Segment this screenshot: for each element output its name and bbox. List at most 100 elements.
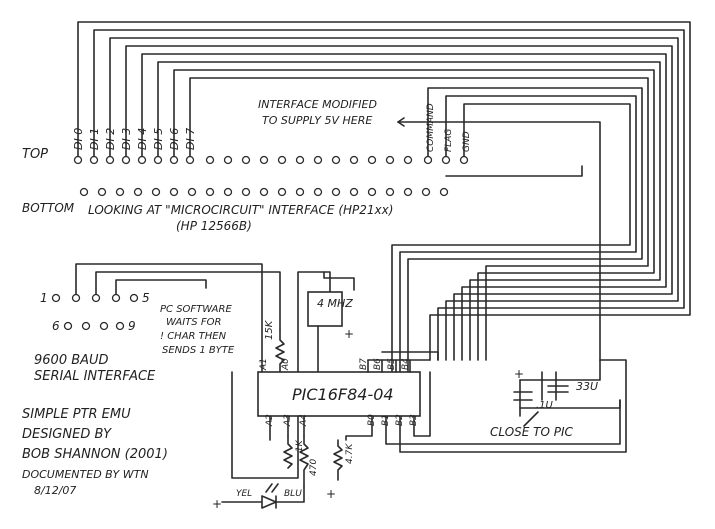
connector-pin <box>349 187 359 197</box>
connector-pin <box>295 187 305 197</box>
resistor-1k: 1K <box>283 435 305 469</box>
connector-pin <box>385 187 395 197</box>
connector-pin <box>295 155 305 165</box>
serial-interface-label: SERIAL INTERFACE <box>34 369 156 384</box>
modified-note-line1: INTERFACE MODIFIED <box>258 98 377 111</box>
connector-pin <box>133 187 143 197</box>
connector-pin <box>169 155 179 165</box>
connector-pin <box>259 155 269 165</box>
close-to-pic-note: CLOSE TO PIC <box>490 425 574 439</box>
bottom-label: BOTTOM <box>22 201 75 215</box>
connector-pin <box>97 187 107 197</box>
connector-pin <box>115 187 125 197</box>
connector-top-row <box>73 155 469 165</box>
connector-pin <box>187 187 197 197</box>
connector-pin <box>367 155 377 165</box>
note-line: ! CHAR THEN <box>160 331 227 342</box>
crystal-box <box>307 291 343 327</box>
resistor-1k-label: 1K <box>295 439 305 452</box>
connector-pin <box>223 155 233 165</box>
credit-line: DOCUMENTED BY WTN <box>22 468 149 481</box>
connector-pin <box>151 187 161 197</box>
data-pin-label: DI 3 <box>120 128 133 150</box>
connector-pin <box>439 187 449 197</box>
connector-pin <box>403 187 413 197</box>
chip-pin-label: A1 <box>259 358 269 371</box>
data-pin-label: DI 1 <box>88 128 101 150</box>
capacitors: + .1U 33U CLOSE TO PIC <box>490 359 621 439</box>
crystal-plus-label: + <box>344 327 354 341</box>
connector-pin <box>349 155 359 165</box>
led-plus-label: + <box>212 497 222 511</box>
connector-pin <box>89 155 99 165</box>
note-line: WAITS FOR <box>166 317 221 328</box>
connector-pin <box>241 155 251 165</box>
cap-plus-label: + <box>514 367 524 381</box>
data-pin-label: DI 0 <box>72 128 85 150</box>
led-blu-label: BLU <box>284 489 302 499</box>
connector-pin <box>205 187 215 197</box>
serial-pin <box>99 321 109 331</box>
credit-line: 8/12/07 <box>34 484 76 497</box>
serial-pin-5-label: 5 <box>142 291 150 305</box>
flag-pin-label: FLAG <box>444 129 454 152</box>
cap-33u-label: 33U <box>576 380 598 393</box>
serial-connector: 1 5 6 9 <box>40 263 281 373</box>
chip-name: PIC16F84-04 <box>292 385 394 404</box>
note-line: SENDS 1 BYTE <box>162 345 235 356</box>
serial-pin <box>81 321 91 331</box>
interface-description: LOOKING AT "MICROCIRCUIT" INTERFACE (HP2… <box>88 203 393 217</box>
serial-pin <box>91 293 101 303</box>
connector-pin <box>137 155 147 165</box>
connector-pin <box>367 187 377 197</box>
resistor-4-7k-label: 4.7K <box>345 443 355 464</box>
connector-pin <box>313 187 323 197</box>
pic-chip <box>257 371 421 417</box>
crystal-oscillator: 4 MHZ + <box>297 271 355 373</box>
gnd-pin-label: GND <box>462 131 472 152</box>
command-pin-label: COMMAND <box>426 103 436 152</box>
connector-pin <box>277 187 287 197</box>
chip-pin-label: B6 <box>373 358 383 370</box>
chip-pin-label: A0 <box>281 358 291 371</box>
connector-bottom-row <box>79 187 449 197</box>
credit-line: DESIGNED BY <box>22 427 112 442</box>
credit-line: SIMPLE PTR EMU <box>22 407 131 422</box>
cap-01u-label: .1U <box>536 400 554 411</box>
serial-pin <box>129 293 139 303</box>
resistor-470-label: 470 <box>309 459 319 476</box>
serial-pin <box>51 293 61 303</box>
connector-pin <box>423 155 433 165</box>
interface-model: (HP 12566B) <box>176 219 252 233</box>
resistor-15k: 15K <box>264 319 285 373</box>
chip-pin-label: B5 <box>387 358 397 370</box>
connector-pin <box>385 155 395 165</box>
crystal-label: 4 MHZ <box>317 297 353 310</box>
connector-pin <box>403 155 413 165</box>
connector-pin <box>121 155 131 165</box>
connector-pin <box>259 187 269 197</box>
connector-pin <box>331 155 341 165</box>
connector-pin <box>153 155 163 165</box>
connector-pin <box>79 187 89 197</box>
note-line: PC SOFTWARE <box>160 304 232 315</box>
serial-pin-6-label: 6 <box>52 319 60 333</box>
connector-pin <box>441 155 451 165</box>
connector-pin <box>205 155 215 165</box>
serial-pin-1-label: 1 <box>40 291 48 305</box>
top-label: TOP <box>22 147 48 162</box>
connector-pin <box>277 155 287 165</box>
resistor-4-7k: 4.7K + <box>326 439 355 501</box>
modified-note-line2: TO SUPPLY 5V HERE <box>262 114 372 127</box>
serial-pin-9-label: 9 <box>128 319 136 333</box>
connector-pin <box>459 155 469 165</box>
arrow-icon <box>397 117 405 127</box>
led: YEL BLU + <box>212 483 305 511</box>
bus-wires <box>77 21 691 373</box>
connector-pin <box>185 155 195 165</box>
chip-pin-label: B7 <box>359 358 369 370</box>
data-pin-labels: DI 0 DI 1 DI 2 DI 3 DI 4 DI 5 DI 6 DI 7 <box>72 128 197 150</box>
resistor-470: 470 <box>299 435 319 487</box>
connector-pin <box>313 155 323 165</box>
